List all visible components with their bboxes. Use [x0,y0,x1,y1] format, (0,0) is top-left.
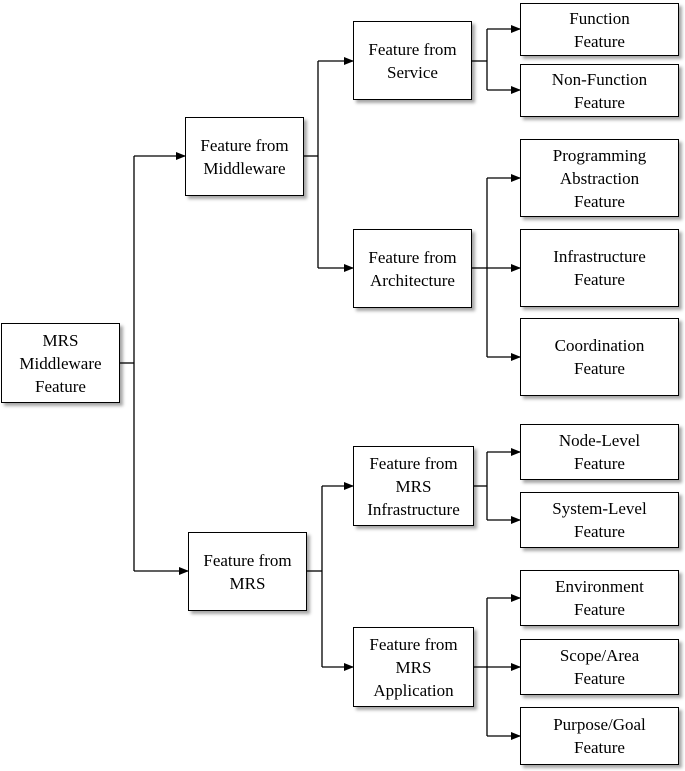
node-label: Feature [574,669,625,688]
node-label: Service [387,62,438,82]
node-feature-from-mrs: Feature from MRS [188,532,307,611]
node-label: MRS [395,657,432,677]
node-label: Feature from [369,634,458,654]
node-label: Non-Function [551,69,648,89]
node-feature-from-middleware: Feature from Middleware [185,117,304,196]
node-feature-from-architecture: Feature from Architecture [353,229,472,308]
node-label: Feature from [203,550,292,570]
node-label: Coordination [554,336,645,355]
node-function-feature: Function Feature [520,3,679,56]
node-label: Scope/Area [559,646,640,665]
node-label: Infrastructure [553,247,646,266]
node-label: Feature [574,738,625,757]
node-non-function-feature: Non-Function Feature [520,64,679,117]
node-environment-feature: Environment Feature [520,570,679,626]
node-label: MRS [395,476,432,496]
node-label: Feature [574,600,625,619]
node-label: Feature from [369,453,458,473]
node-label: Feature [574,31,625,51]
node-label: Feature [574,454,625,473]
node-label: Application [373,680,454,700]
node-label: Feature [574,92,625,112]
node-label: Architecture [370,270,455,290]
node-purpose-goal-feature: Purpose/Goal Feature [520,707,679,765]
node-label: Feature from [368,39,457,59]
node-system-level-feature: System-Level Feature [520,492,679,548]
node-node-level-feature: Node-Level Feature [520,424,679,480]
node-label: MRS [229,573,266,593]
node-label: Feature [574,270,625,289]
node-feature-from-service: Feature from Service [353,21,472,100]
node-label: Programming [552,145,647,165]
node-label: Feature from [368,247,457,267]
node-programming-abstraction-feature: Programming Abstraction Feature [520,139,679,217]
node-label: Feature [574,359,625,378]
node-scope-area-feature: Scope/Area Feature [520,639,679,695]
node-infrastructure-feature: Infrastructure Feature [520,229,679,307]
node-label: Feature from [200,135,289,155]
node-label: Infrastructure [367,499,460,519]
node-label: Feature [35,376,86,396]
node-label: Abstraction [559,168,640,188]
node-label: Function [569,8,630,28]
node-label: Purpose/Goal [553,715,646,734]
node-label: Environment [555,577,644,596]
node-label: Middleware [203,158,286,178]
node-feature-from-mrs-infrastructure: Feature from MRS Infrastructure [353,446,474,526]
node-label: MRS [42,330,79,350]
node-label: Middleware [19,353,102,373]
node-feature-from-mrs-application: Feature from MRS Application [353,627,474,707]
node-label: System-Level [552,499,647,518]
node-mrs-middleware-feature: MRS Middleware Feature [1,323,120,403]
node-label: Feature [574,522,625,541]
node-coordination-feature: Coordination Feature [520,318,679,396]
node-label: Feature [574,191,625,211]
node-label: Node-Level [558,431,641,450]
